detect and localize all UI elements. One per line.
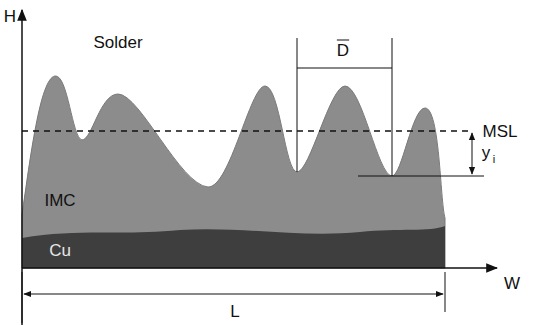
l-leader xyxy=(445,272,446,312)
axis-label: H xyxy=(4,8,16,25)
region-label: Cu xyxy=(49,242,71,259)
axis-label: W xyxy=(504,275,520,292)
cu-layer xyxy=(22,226,445,268)
yi-leader xyxy=(358,176,484,177)
l-dimension xyxy=(24,294,443,295)
l-leader xyxy=(22,272,23,323)
dimension-label: D xyxy=(337,42,349,59)
d-dimension xyxy=(297,68,392,69)
msl-line xyxy=(22,130,468,132)
region-label: Solder xyxy=(93,34,142,51)
d-leader xyxy=(297,38,298,172)
h-axis xyxy=(21,10,23,325)
dimension-label: L xyxy=(230,303,239,320)
yi-dimension xyxy=(472,133,473,174)
w-axis xyxy=(22,267,497,269)
dimension-subscript: i xyxy=(493,154,495,165)
d-leader xyxy=(392,38,393,176)
region-label: IMC xyxy=(44,192,75,209)
dimension-label: y xyxy=(482,144,491,161)
line-label: MSL xyxy=(483,123,518,140)
imc-layer xyxy=(22,76,445,268)
